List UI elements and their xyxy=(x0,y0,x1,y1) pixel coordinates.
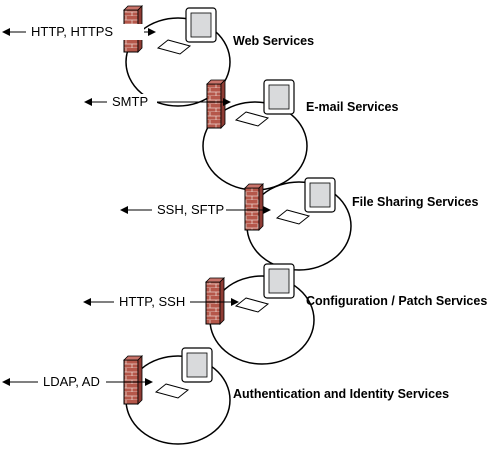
protocol-label-authentication: LDAP, AD xyxy=(43,374,100,389)
firewall-icon xyxy=(206,79,226,129)
firewall-icon xyxy=(205,277,225,325)
protocol-label-email: SMTP xyxy=(112,94,148,109)
protocol-label-web: HTTP, HTTPS xyxy=(31,24,113,39)
service-row-web: HTTP, HTTPS Web Services xyxy=(2,5,314,107)
computer-icon xyxy=(234,263,295,313)
server-zone-circle xyxy=(209,275,315,365)
computer-icon xyxy=(234,79,295,127)
service-label-authentication: Authentication and Identity Services xyxy=(233,387,449,401)
protocol-label-configuration: HTTP, SSH xyxy=(119,294,185,309)
computer-icon xyxy=(275,177,336,225)
service-row-file-sharing: SSH, SFTP File Sharing Services xyxy=(120,177,478,271)
service-label-configuration: Configuration / Patch Services xyxy=(306,294,487,308)
computer-icon xyxy=(154,347,213,399)
service-label-email: E-mail Services xyxy=(306,100,398,114)
service-label-file-sharing: File Sharing Services xyxy=(352,195,478,209)
service-label-web: Web Services xyxy=(233,34,314,48)
protocol-label-file-sharing: SSH, SFTP xyxy=(157,202,224,217)
firewall-icon xyxy=(123,355,143,405)
service-row-configuration: HTTP, SSH Configuration / Patch Services xyxy=(83,263,487,365)
service-row-email: SMTP E-mail Services xyxy=(84,79,398,191)
firewall-icon xyxy=(244,183,264,231)
computer-icon xyxy=(156,7,217,55)
service-row-authentication: LDAP, AD Authentication and Identity Ser… xyxy=(2,347,449,445)
